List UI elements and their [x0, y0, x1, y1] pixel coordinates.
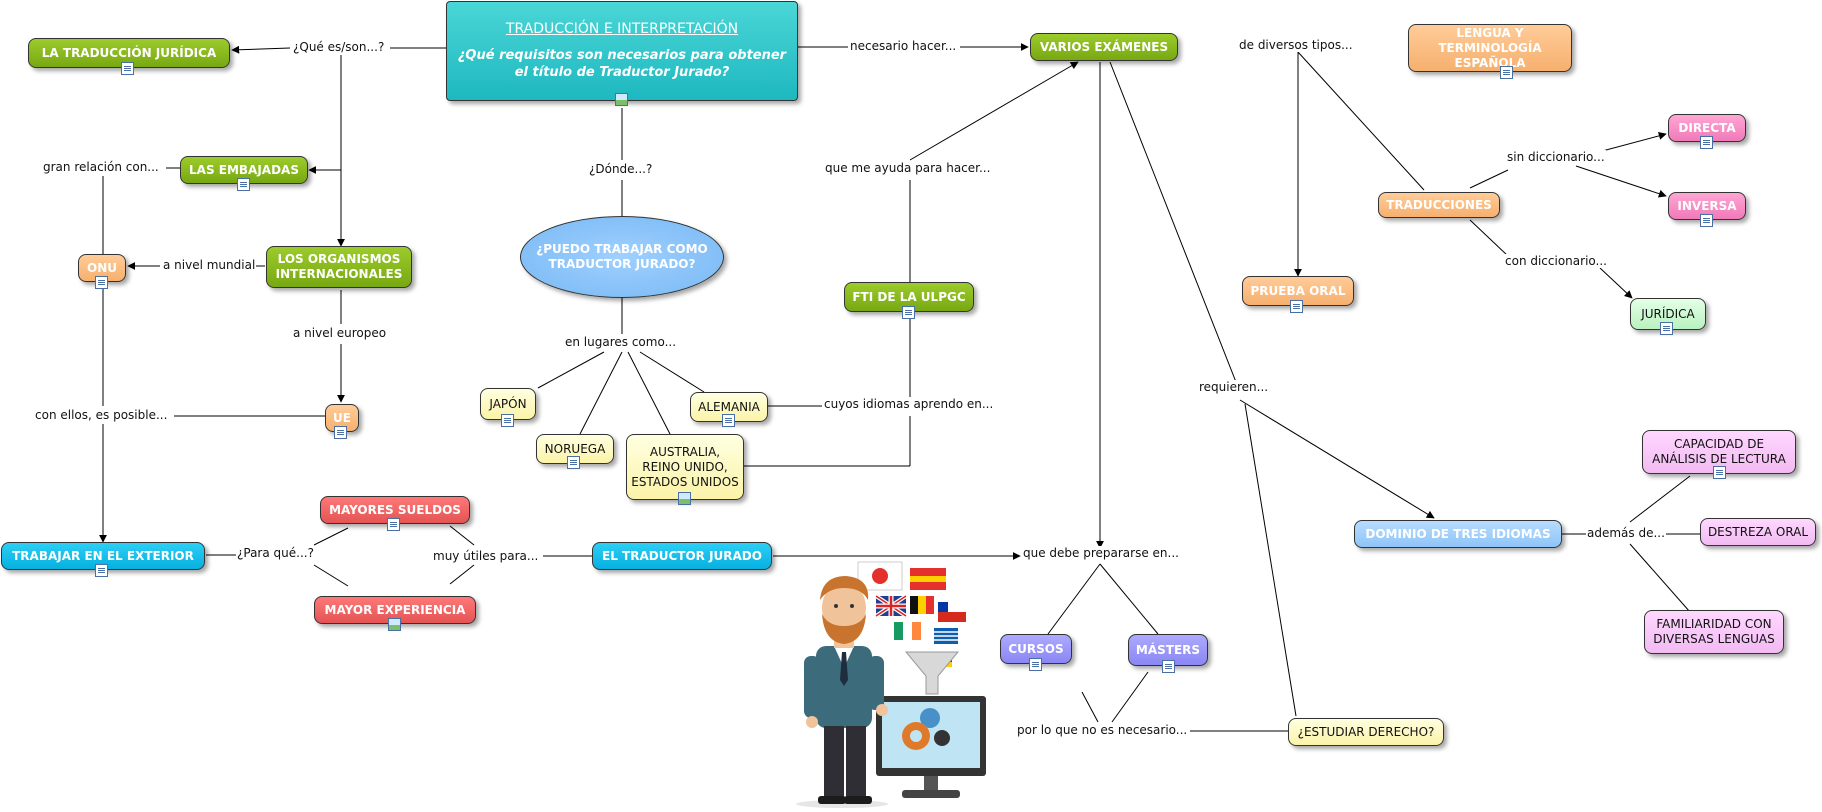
link-necesario-hacer: necesario hacer... [849, 39, 958, 53]
node-label: LA TRADUCCIÓN JURÍDICA [41, 45, 217, 60]
document-resource-icon[interactable] [1700, 214, 1713, 227]
main-topic-title: TRADUCCIÓN E INTERPRETACIÓN [505, 20, 739, 37]
document-resource-icon[interactable] [902, 306, 915, 319]
node-organismos[interactable]: LOS ORGANISMOS INTERNACIONALES [266, 246, 412, 288]
link-por-lo-que: por lo que no es necesario... [1016, 723, 1189, 737]
ireland-flag-icon [894, 622, 921, 640]
document-resource-icon[interactable] [387, 518, 400, 531]
node-label: LOS ORGANISMOS INTERNACIONALES [275, 252, 403, 281]
node-label: FAMILIARIDAD CON DIVERSAS LENGUAS [1653, 617, 1775, 646]
node-label: PRUEBA ORAL [1250, 283, 1346, 298]
node-mayor-experiencia[interactable]: MAYOR EXPERIENCIA [314, 596, 476, 624]
document-resource-icon[interactable] [95, 276, 108, 289]
chile-flag-icon [938, 602, 966, 622]
node-label: JAPÓN [489, 396, 527, 411]
belgium-flag-icon [910, 596, 934, 614]
node-label: DESTREZA ORAL [1707, 524, 1809, 539]
link-donde: ¿Dónde...? [588, 162, 654, 176]
funnel-icon [904, 651, 960, 695]
document-resource-icon[interactable] [1660, 322, 1673, 335]
document-resource-icon[interactable] [237, 178, 250, 191]
document-resource-icon[interactable] [121, 62, 134, 75]
translator-person-icon [796, 576, 888, 808]
image-resource-icon[interactable] [615, 93, 628, 106]
document-resource-icon[interactable] [567, 456, 580, 469]
link-en-lugares: en lugares como... [564, 335, 678, 349]
japan-flag-icon [857, 561, 903, 591]
node-label: TRABAJAR EN EL EXTERIOR [12, 548, 194, 563]
document-resource-icon[interactable] [334, 426, 347, 439]
link-que-me-ayuda: que me ayuda para hacer... [824, 161, 992, 175]
image-resource-icon[interactable] [678, 492, 691, 505]
greece-flag-icon [934, 628, 958, 644]
link-con-diccionario: con diccionario... [1504, 254, 1608, 268]
node-puedo-trabajar[interactable]: ¿PUEDO TRABAJAR COMO TRADUCTOR JURADO? [520, 216, 724, 298]
node-label: UE [333, 410, 351, 425]
link-requieren: requieren... [1198, 380, 1270, 394]
node-label: ¿ESTUDIAR DERECHO? [1297, 724, 1435, 739]
node-traduccion-juridica[interactable]: LA TRADUCCIÓN JURÍDICA [28, 38, 230, 68]
spain-flag-icon [910, 568, 946, 590]
node-label: ALEMANIA [698, 399, 760, 414]
node-label: AUSTRALIA, REINO UNIDO, ESTADOS UNIDOS [631, 444, 739, 489]
node-label: ONU [87, 260, 117, 275]
document-resource-icon[interactable] [1500, 66, 1513, 79]
node-label: MAYORES SUELDOS [329, 502, 461, 517]
node-label: EL TRADUCTOR JURADO [602, 548, 762, 563]
node-label: JURÍDICA [1641, 306, 1695, 321]
document-resource-icon[interactable] [501, 414, 514, 427]
document-resource-icon[interactable] [1290, 300, 1303, 313]
main-topic-question: ¿Qué requisitos son necesarios para obte… [457, 47, 787, 80]
node-lengua[interactable]: LENGUA Y TERMINOLOGÍA ESPAÑOLA [1408, 24, 1572, 72]
link-debe-prepararse: que debe prepararse en... [1022, 546, 1180, 560]
node-dominio[interactable]: DOMINIO DE TRES IDIOMAS [1354, 520, 1562, 548]
node-japon[interactable]: JAPÓN [480, 388, 536, 420]
main-topic-box[interactable]: TRADUCCIÓN E INTERPRETACIÓN ¿Qué requisi… [446, 1, 798, 101]
document-resource-icon[interactable] [95, 564, 108, 577]
link-que-es: ¿Qué es/son...? [292, 40, 386, 54]
node-label: LENGUA Y TERMINOLOGÍA ESPAÑOLA [1438, 25, 1542, 70]
node-estudiar-derecho[interactable]: ¿ESTUDIAR DERECHO? [1288, 718, 1444, 746]
document-resource-icon[interactable] [1700, 136, 1713, 149]
node-label: TRADUCCIONES [1386, 197, 1492, 212]
document-resource-icon[interactable] [1162, 660, 1175, 673]
image-resource-icon[interactable] [388, 618, 401, 631]
node-label: ¿PUEDO TRABAJAR COMO TRADUCTOR JURADO? [536, 242, 708, 271]
link-de-diversos: de diversos tipos... [1238, 38, 1354, 52]
document-resource-icon[interactable] [1713, 466, 1726, 479]
node-destreza[interactable]: DESTREZA ORAL [1700, 518, 1816, 546]
node-traductor-jurado[interactable]: EL TRADUCTOR JURADO [592, 542, 772, 570]
link-para-que: ¿Para qué...? [236, 546, 315, 560]
node-label: INVERSA [1677, 198, 1737, 213]
uk-flag-icon [874, 594, 908, 618]
node-label: MAYOR EXPERIENCIA [324, 602, 466, 617]
node-familiaridad[interactable]: FAMILIARIDAD CON DIVERSAS LENGUAS [1644, 610, 1784, 654]
node-traducciones[interactable]: TRADUCCIONES [1378, 192, 1500, 218]
document-resource-icon[interactable] [1029, 658, 1042, 671]
node-label: DOMINIO DE TRES IDIOMAS [1365, 526, 1551, 541]
link-ademas-de: además de... [1586, 526, 1666, 540]
link-gran-relacion: gran relación con... [42, 160, 160, 174]
node-label: DIRECTA [1678, 120, 1736, 135]
link-sin-diccionario: sin diccionario... [1506, 150, 1606, 164]
node-label: FTI DE LA ULPGC [852, 289, 966, 304]
link-a-nivel-europeo: a nivel europeo [292, 326, 388, 340]
link-muy-utiles: muy útiles para... [432, 549, 540, 563]
link-a-nivel-mundial: a nivel mundial [162, 258, 257, 272]
node-australia[interactable]: AUSTRALIA, REINO UNIDO, ESTADOS UNIDOS [626, 434, 744, 500]
node-label: CURSOS [1008, 641, 1064, 656]
node-label: NORUEGA [544, 441, 606, 456]
node-varios-examenes[interactable]: VARIOS EXÁMENES [1030, 33, 1178, 61]
node-fti[interactable]: FTI DE LA ULPGC [844, 282, 974, 312]
translator-illustration [796, 561, 986, 808]
node-label: MÁSTERS [1135, 642, 1201, 657]
node-label: VARIOS EXÁMENES [1039, 39, 1169, 54]
node-label: LAS EMBAJADAS [189, 162, 299, 177]
link-con-ellos: con ellos, es posible... [34, 408, 169, 422]
document-resource-icon[interactable] [722, 414, 735, 427]
link-cuyos-idiomas: cuyos idiomas aprendo en... [823, 397, 995, 411]
node-label: CAPACIDAD DE ANÁLISIS DE LECTURA [1652, 437, 1786, 466]
